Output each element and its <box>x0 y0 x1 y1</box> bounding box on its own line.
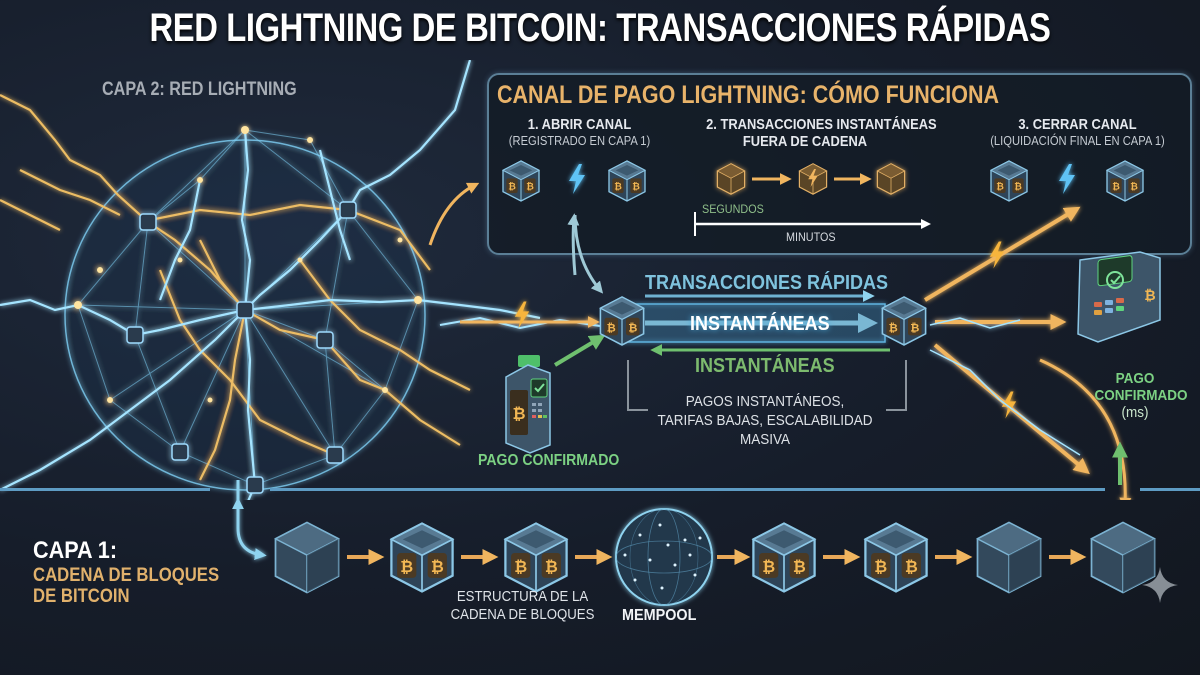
subtitle-line: DE BITCOIN <box>33 586 130 607</box>
step-subtitle: (LIQUIDACIÓN FINAL EN CAPA 1) <box>990 133 1165 148</box>
bitcoin-block-icon <box>752 522 816 593</box>
subtitle-line: CADENA DE BLOQUES <box>33 565 220 586</box>
label-line: CONFIRMADO <box>1094 387 1188 404</box>
step-title-line2: FUERA DE CADENA <box>742 133 868 150</box>
benefits-line: MASIVA <box>739 431 791 448</box>
bitcoin-block-icon <box>390 522 454 593</box>
step-title: 3. CERRAR CANAL <box>1018 116 1137 133</box>
step-open-channel: 1. ABRIR CANAL (REGISTRADO EN CAPA 1) <box>492 116 667 148</box>
timeline-end-label: MINUTOS <box>786 230 836 244</box>
open-channel-icon <box>502 160 646 202</box>
step-subtitle: (REGISTRADO EN CAPA 1) <box>508 133 651 148</box>
layer-divider <box>270 488 1105 491</box>
latency-label: (ms) <box>1121 404 1149 421</box>
sparkle-watermark-icon <box>1142 567 1178 603</box>
payment-flow-graphic: ₿ ₿ <box>439 206 1161 500</box>
timeline-arrow <box>694 212 931 236</box>
fast-transactions-label: TRANSACCIONES RÁPIDAS <box>645 272 889 294</box>
page-title: RED LIGHTNING DE BITCOIN: TRANSACCIONES … <box>149 6 1051 50</box>
label-line: CADENA DE BLOQUES <box>450 606 595 623</box>
label-line: ESTRUCTURA DE LA <box>456 588 589 605</box>
layer-divider <box>0 488 210 491</box>
blockchain-graphic <box>232 480 1156 606</box>
instant-backward-label: INSTANTÁNEAS <box>695 355 835 377</box>
step-offchain-transactions: 2. TRANSACCIONES INSTANTÁNEAS FUERA DE C… <box>690 116 937 150</box>
payment-terminal-icon: ₿ <box>1077 251 1161 343</box>
offchain-transactions-icon <box>716 163 906 195</box>
layer-divider <box>1140 488 1200 491</box>
lightning-network-sphere-icon <box>0 60 541 500</box>
bitcoin-block-icon <box>504 522 568 593</box>
instant-forward-label: INSTANTÁNEAS <box>690 313 830 335</box>
channel-steps-graphic <box>502 160 1144 236</box>
timeline-start-label: SEGUNDOS <box>702 202 764 216</box>
close-channel-icon <box>990 160 1144 202</box>
empty-block-icon <box>274 521 340 594</box>
blockchain-structure-label: ESTRUCTURA DE LA CADENA DE BLOQUES <box>450 588 595 624</box>
layer1-subtitle: CADENA DE BLOQUES DE BITCOIN <box>33 565 219 607</box>
benefits-text: PAGOS INSTANTÁNEOS, TARIFAS BAJAS, ESCAL… <box>644 392 887 449</box>
benefits-line: TARIFAS BAJAS, ESCALABILIDAD <box>657 412 873 429</box>
svg-text:₿: ₿ <box>1144 288 1155 304</box>
empty-block-icon <box>976 521 1042 594</box>
benefits-line: PAGOS INSTANTÁNEOS, <box>685 393 845 410</box>
step-close-channel: 3. CERRAR CANAL (LIQUIDACIÓN FINAL EN CA… <box>965 116 1190 148</box>
payment-terminal-icon: ₿ <box>505 355 551 454</box>
layer2-label: CAPA 2: RED LIGHTNING <box>102 79 297 100</box>
bitcoin-block-icon <box>864 522 928 593</box>
layer1-heading: CAPA 1: <box>33 537 118 564</box>
label-line: PAGO <box>1115 370 1155 387</box>
mempool-label: MEMPOOL <box>622 607 697 624</box>
mempool-globe-icon <box>615 508 713 606</box>
bitcoin-block-icon <box>599 296 645 346</box>
step-title: 2. TRANSACCIONES INSTANTÁNEAS <box>706 116 937 133</box>
bitcoin-block-icon <box>881 296 927 346</box>
payment-confirmed-right-label: PAGO CONFIRMADO (ms) <box>1094 370 1188 421</box>
step-title: 1. ABRIR CANAL <box>527 116 632 133</box>
channel-title: CANAL DE PAGO LIGHTNING: CÓMO FUNCIONA <box>497 81 1000 109</box>
payment-confirmed-left-label: PAGO CONFIRMADO <box>478 452 620 469</box>
svg-text:₿: ₿ <box>512 404 525 423</box>
